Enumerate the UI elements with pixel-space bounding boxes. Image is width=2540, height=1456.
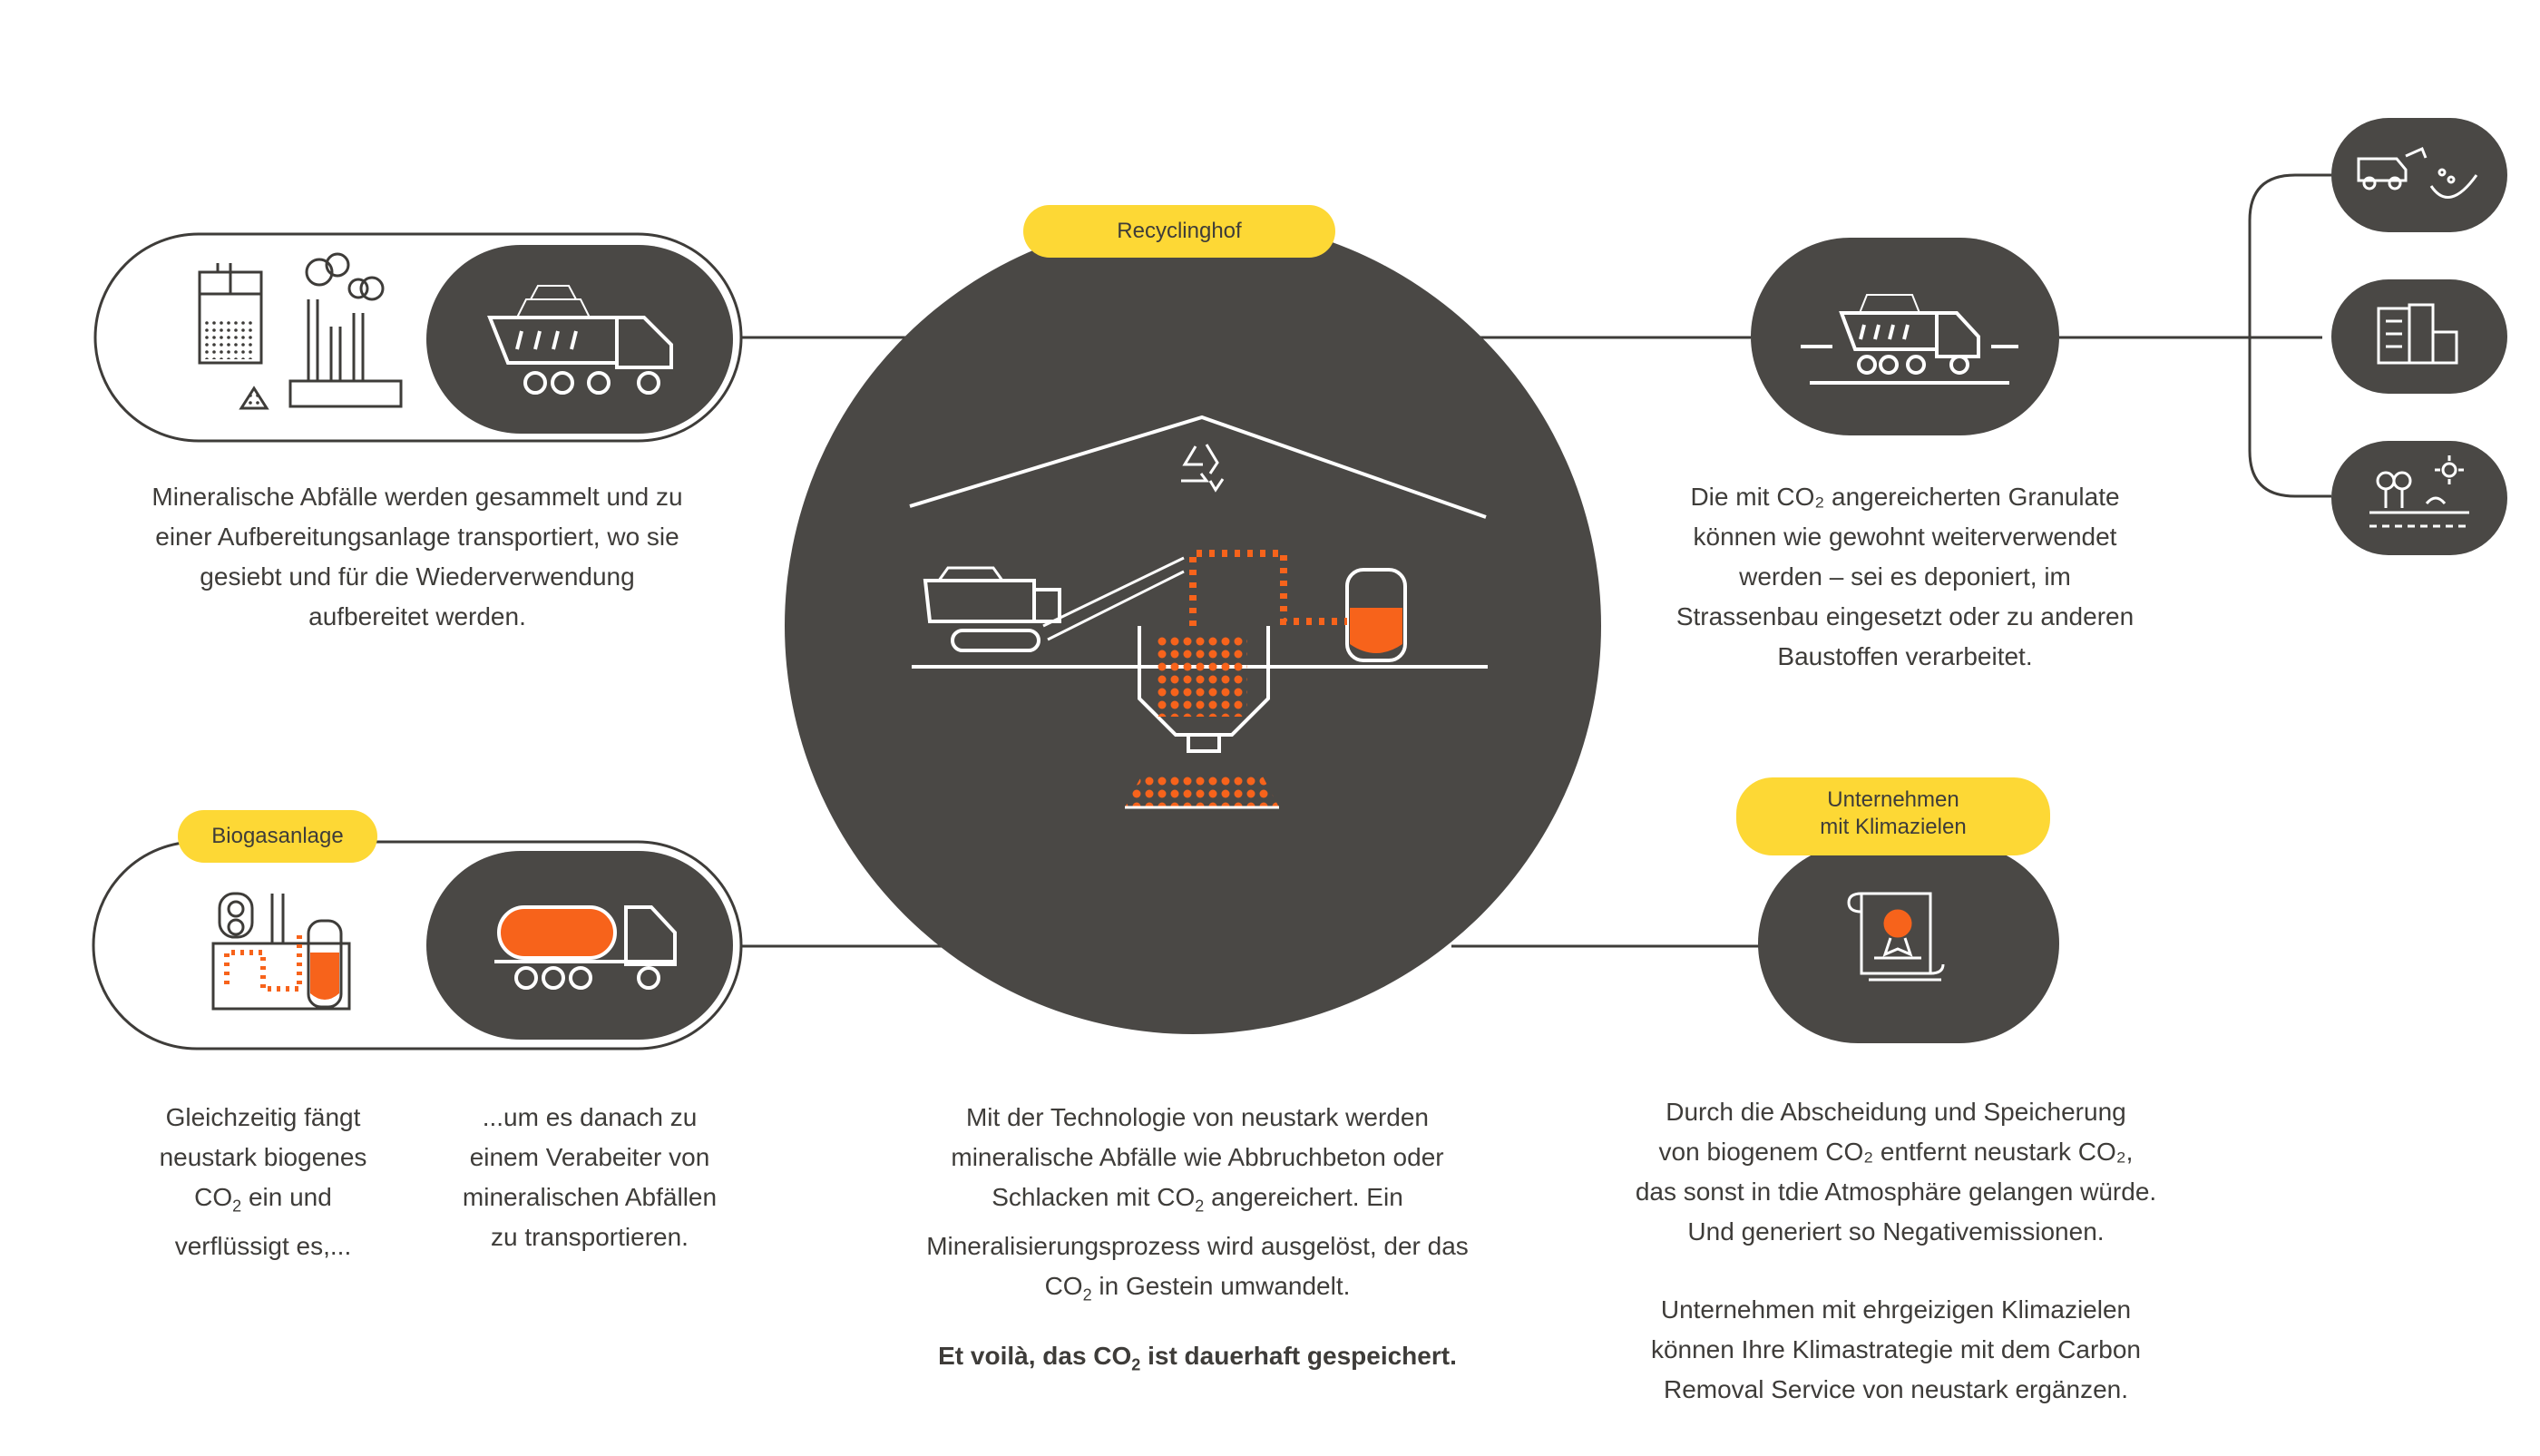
mineralization-particles <box>1125 550 1347 809</box>
transport-line3: mineralischen Abfällen <box>462 1183 718 1211</box>
mineral-line2: einer Aufbereitungsanlage transportiert,… <box>155 523 679 551</box>
road-construction-icon <box>2369 455 2469 528</box>
technology-bold-sub: 2 <box>1131 1355 1141 1374</box>
co2-subscript: 2 <box>232 1197 242 1216</box>
technology-line5-pre: CO <box>1044 1271 1083 1300</box>
certificate-icon <box>1847 892 1945 982</box>
capture-text: Gleichzeitig fängt neustark biogenes CO2… <box>109 1098 417 1266</box>
capture-line4: verflüssigt es,... <box>174 1231 352 1260</box>
biogasanlage-label: Biogasanlage <box>178 810 377 863</box>
building-icon <box>2377 303 2458 365</box>
biogas-plant-icon <box>211 892 351 1011</box>
technology-line3: Schlacken mit CO2 angereichert. Ein <box>871 1178 1524 1226</box>
mineral-waste-text: Mineralische Abfälle werden gesammelt un… <box>64 477 771 637</box>
transport-text: ...um es danach zu einem Verabeiter von … <box>435 1098 744 1257</box>
removal-line4: Und generiert so Negativemissionen. <box>1687 1217 2105 1246</box>
landfill-node <box>2331 118 2507 232</box>
technology-line3-pre: Schlacken mit CO <box>992 1183 1196 1211</box>
companies-line3: Removal Service von neustark ergänzen. <box>1663 1375 2129 1403</box>
granulate-line4: Strassenbau eingesetzt oder zu anderen <box>1675 602 2135 630</box>
capture-line1: Gleichzeitig fängt <box>165 1103 361 1131</box>
dump-truck-icon <box>487 285 673 395</box>
granulate-line3: werden – sei es deponiert, im <box>1739 562 2071 591</box>
unternehmen-label: Unternehmen mit Klimazielen <box>1736 777 2050 855</box>
technology-line5: CO2 in Gestein umwandelt. <box>871 1266 1524 1315</box>
removal-line2: von biogenem CO₂ entfernt neustark CO₂, <box>1658 1138 2134 1166</box>
granulate-line1: Die mit CO₂ angereicherten Granulate <box>1690 483 2120 511</box>
removal-line1: Durch die Abscheidung und Speicherung <box>1666 1098 2126 1126</box>
connector-lines <box>742 173 2331 948</box>
capture-line3: CO2 ein und <box>109 1178 417 1226</box>
granulate-truck-icon <box>1801 294 2018 385</box>
factory-icon <box>288 252 403 408</box>
technology-line3-post: angereichert. Ein <box>1204 1183 1403 1211</box>
capture-line2: neustark biogenes <box>159 1143 367 1171</box>
transport-line4: zu transportieren. <box>491 1223 689 1251</box>
companies-line2: können Ihre Klimastrategie mit dem Carbo… <box>1650 1335 2142 1363</box>
technology-line4: Mineralisierungsprozess wird ausgelöst, … <box>926 1231 1469 1260</box>
building-node <box>2331 279 2507 394</box>
technology-line5-sub: 2 <box>1082 1285 1092 1305</box>
certificate-node <box>1758 844 2059 1043</box>
companies-text: Unternehmen mit ehrgeizigen Klimazielen … <box>1542 1290 2250 1410</box>
granulate-line5: Baustoffen verarbeitet. <box>1777 642 2033 670</box>
mineral-line3: gesiebt und für die Wiederverwendung <box>200 562 635 591</box>
road-node <box>2331 441 2507 555</box>
tanker-truck-icon <box>494 905 677 990</box>
transport-line2: einem Verabeiter von <box>469 1143 710 1171</box>
technology-bold: Et voilà, das CO2 ist dauerhaft gespeich… <box>871 1336 1524 1385</box>
technology-bold-pre: Et voilà, das CO <box>938 1342 1132 1371</box>
construction-site-icon <box>198 263 269 410</box>
removal-text: Durch die Abscheidung und Speicherung vo… <box>1542 1092 2250 1252</box>
recycle-icon <box>1181 444 1225 493</box>
recyclinghof-label: Recyclinghof <box>1023 205 1335 258</box>
co2-text: CO <box>194 1183 233 1211</box>
unternehmen-label-line1: Unternehmen <box>1827 787 1959 812</box>
technology-line2: mineralische Abfälle wie Abbruchbeton od… <box>951 1143 1444 1171</box>
biogas-pill <box>92 840 743 1050</box>
mineral-line4: aufbereitet werden. <box>308 602 526 630</box>
technology-line5-post: in Gestein umwandelt. <box>1091 1271 1351 1300</box>
unternehmen-label-line2: mit Klimazielen <box>1820 815 1967 839</box>
granulate-text: Die mit CO₂ angereicherten Granulate kön… <box>1578 477 2232 677</box>
landfill-icon <box>2357 146 2478 199</box>
removal-line3: das sonst in tdie Atmosphäre gelangen wü… <box>1635 1178 2157 1206</box>
technology-line1: Mit der Technologie von neustark werden <box>965 1103 1429 1131</box>
technology-text: Mit der Technologie von neustark werden … <box>871 1098 1524 1385</box>
capture-line3-rest: ein und <box>241 1183 332 1211</box>
technology-line3-sub: 2 <box>1195 1197 1205 1216</box>
companies-line1: Unternehmen mit ehrgeizigen Klimazielen <box>1660 1295 2132 1324</box>
technology-bold-post: ist dauerhaft gespeichert. <box>1140 1342 1457 1371</box>
transport-line1: ...um es danach zu <box>482 1103 698 1131</box>
mineral-line1: Mineralische Abfälle werden gesammelt un… <box>151 483 683 511</box>
collection-pill <box>93 232 743 443</box>
granulate-line2: können wie gewohnt weiterverwendet <box>1693 523 2117 551</box>
